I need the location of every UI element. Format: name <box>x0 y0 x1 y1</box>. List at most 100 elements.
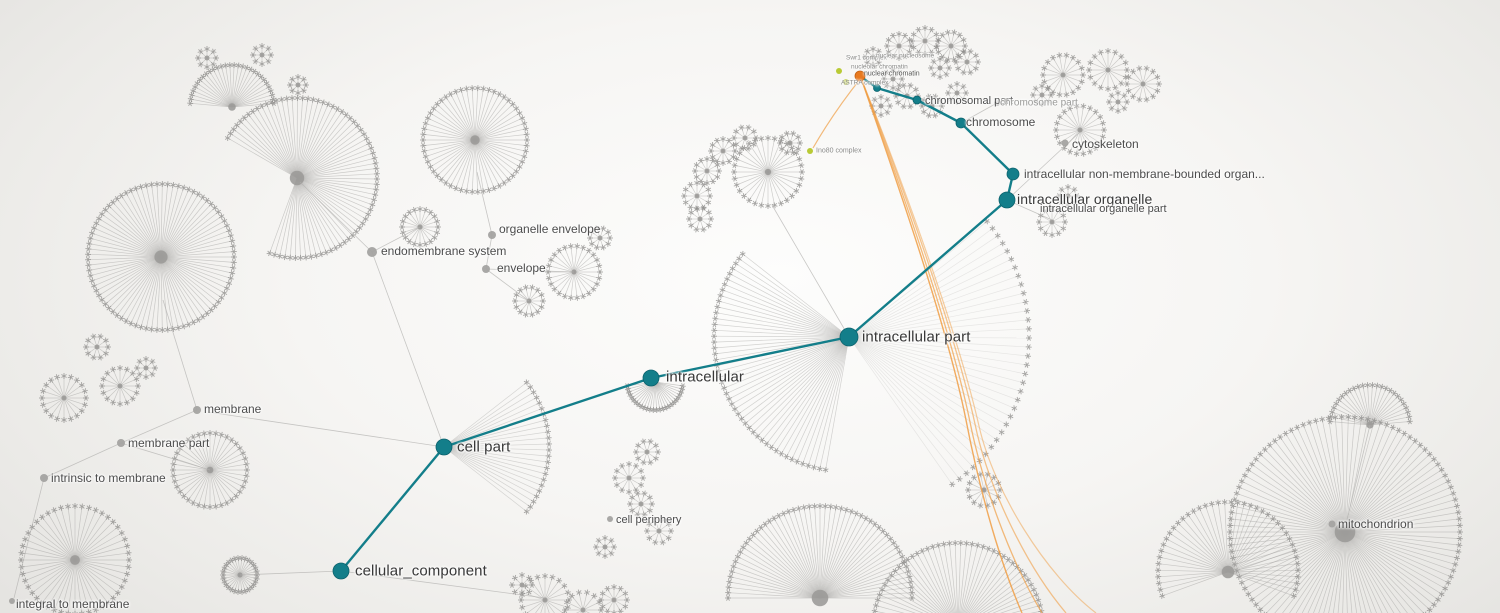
term-label-integral-to-membrane[interactable]: integral to membrane <box>16 597 130 611</box>
go-cluster <box>623 381 687 414</box>
term-label-endomembrane-system[interactable]: endomembrane system <box>381 244 507 258</box>
node-intracellular-non-membrane-bounded-organelle[interactable] <box>1006 167 1020 181</box>
go-cluster <box>908 24 942 58</box>
go-cluster <box>710 249 850 474</box>
term-node[interactable] <box>482 265 490 273</box>
term-node[interactable] <box>994 100 1000 106</box>
node-chromosomal-part[interactable] <box>912 95 922 105</box>
go-cluster <box>691 155 723 187</box>
go-cluster <box>517 572 573 613</box>
go-cluster <box>730 123 760 153</box>
go-cluster <box>1039 51 1087 99</box>
term-label-cytoskeleton[interactable]: cytoskeleton <box>1072 137 1139 151</box>
node-chromatin[interactable] <box>873 84 881 92</box>
go-cluster <box>685 204 715 234</box>
term-label-intracellular[interactable]: intracellular <box>666 368 744 386</box>
term-label-cellular-component[interactable]: cellular_component <box>355 562 487 580</box>
context-edges <box>13 102 1371 599</box>
go-cluster <box>776 129 804 157</box>
go-cluster <box>1055 183 1081 209</box>
go-cluster <box>868 93 894 119</box>
go-cluster <box>133 355 159 381</box>
go-cluster <box>1035 205 1069 239</box>
term-label-nuclear-chromatin[interactable]: nuclear chromatin <box>864 70 920 78</box>
term-node[interactable] <box>9 598 15 604</box>
term-label-intracellular-part[interactable]: intracellular part <box>862 328 971 346</box>
orange-strand <box>860 77 1097 613</box>
orange-strand <box>860 77 1043 613</box>
go-cluster <box>419 84 531 196</box>
orange-strand <box>860 77 1067 613</box>
go-cluster <box>586 224 614 252</box>
go-cluster <box>680 179 714 213</box>
term-label-organelle-envelope[interactable]: organelle envelope <box>499 222 601 236</box>
go-cluster <box>82 332 112 362</box>
go-cluster <box>443 378 553 516</box>
go-cluster <box>219 554 261 596</box>
term-label-astra-complex[interactable]: ASTRA complex <box>841 79 889 87</box>
go-cluster <box>544 242 604 302</box>
go-cluster <box>592 534 618 560</box>
go-cluster <box>944 80 970 106</box>
term-label-chromosomal-part[interactable]: chromosomal part <box>925 95 1014 107</box>
annotation-edges-orange <box>812 77 1097 613</box>
go-cluster <box>1052 102 1108 158</box>
go-cluster <box>848 216 1033 489</box>
go-cluster <box>1154 498 1302 600</box>
node-intracellular-part[interactable] <box>839 327 859 347</box>
term-node[interactable] <box>117 439 125 447</box>
term-label-membrane-part[interactable]: membrane part <box>128 436 210 450</box>
term-label-ino80-complex[interactable]: Ino80 complex <box>816 147 862 155</box>
go-cluster <box>927 55 953 81</box>
term-label-nuclear-nucleosome[interactable]: nuclear nucleosome <box>876 52 935 60</box>
go-cluster <box>84 180 238 334</box>
node-nucleolar-chromatin[interactable] <box>836 68 842 74</box>
term-node[interactable] <box>40 474 48 482</box>
go-cluster <box>561 588 605 613</box>
go-cluster <box>870 539 1046 613</box>
go-cluster <box>861 45 885 69</box>
node-intracellular[interactable] <box>642 369 660 387</box>
node-cell-part[interactable] <box>435 438 453 456</box>
term-node[interactable] <box>193 406 201 414</box>
term-label-intracellular-non-membrane-bounded-organ[interactable]: intracellular non-membrane-bounded organ… <box>1024 167 1265 181</box>
term-label-membrane[interactable]: membrane <box>204 402 262 416</box>
term-label-nucleolar-chromatin[interactable]: nucleolar chromatin <box>851 63 908 71</box>
go-cluster <box>398 205 442 249</box>
node-nuclear-chromatin[interactable] <box>854 70 866 82</box>
term-node[interactable] <box>607 516 613 522</box>
go-cluster <box>17 502 133 613</box>
term-label-intrinsic-to-membrane[interactable]: intrinsic to membrane <box>51 471 166 485</box>
go-cluster <box>964 470 1004 510</box>
term-label-chromosome[interactable]: chromosome <box>966 115 1036 129</box>
term-label-chromosome-part[interactable]: chromosome part <box>1000 97 1078 109</box>
term-label-intracellular-organelle[interactable]: intracellular organelle <box>1017 191 1153 207</box>
node-ino80-complex[interactable] <box>807 148 813 154</box>
term-label-mitochondrion[interactable]: mitochondrion <box>1338 517 1414 531</box>
go-cluster <box>933 28 969 64</box>
go-cluster <box>286 73 310 97</box>
highlighted-path <box>339 75 1015 573</box>
term-node[interactable] <box>488 231 496 239</box>
go-cluster <box>1105 89 1131 115</box>
term-label-intracellular-organelle-part[interactable]: intracellular organelle part <box>1040 203 1167 215</box>
go-cluster <box>611 460 647 496</box>
node-chromosome[interactable] <box>955 117 967 129</box>
term-label-envelope[interactable]: envelope <box>497 261 546 275</box>
node-cellular-component[interactable] <box>332 562 350 580</box>
term-node[interactable] <box>367 247 377 257</box>
go-cluster <box>707 135 739 167</box>
term-node[interactable] <box>1061 139 1069 147</box>
term-node[interactable] <box>1328 520 1336 528</box>
node-astra-complex[interactable] <box>843 79 849 85</box>
go-cluster <box>223 94 381 262</box>
node-intracellular-organelle[interactable] <box>998 191 1016 209</box>
term-label-cell-part[interactable]: cell part <box>457 438 511 456</box>
term-label-swr1-complex[interactable]: Swr1 complex <box>846 54 887 62</box>
term-label-cell-periphery[interactable]: cell periphery <box>616 514 682 526</box>
go-cluster <box>626 489 656 519</box>
go-cluster <box>1123 64 1163 104</box>
cluster-fans-layer <box>17 24 1464 613</box>
